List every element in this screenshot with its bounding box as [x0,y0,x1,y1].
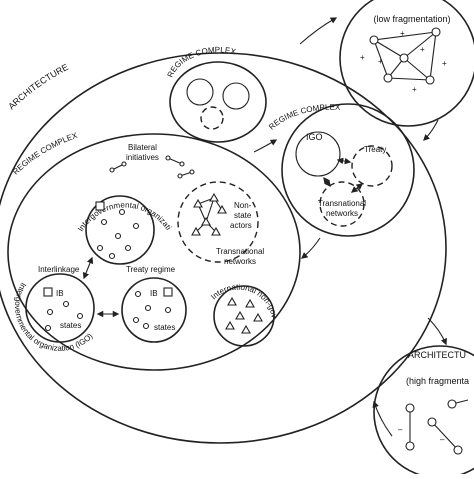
low-fragmentation-network: + + + + + + [360,27,447,94]
right-transnational-label-2: networks [326,209,358,218]
left-ib-label: IB [56,289,64,298]
ingo-circle [213,285,275,347]
high-fragmentation-network: – – [398,399,469,455]
treaty-regime-circle [121,277,187,343]
main-igo-label: Intergovernmental organization (IGO) [0,0,173,233]
arrow-right-to-main [300,237,321,259]
right-treaty-circle [351,145,393,187]
svg-text:+: + [420,45,425,54]
non-state-label-2: state [234,211,252,220]
arrow-to-low-fragmentation [299,17,338,45]
regime-top-circle-1 [186,78,214,106]
non-state-label-3: actors [230,221,252,230]
architecture-label: ARCHITECTURE [6,62,70,112]
architecture-boundary [0,52,447,444]
left-ib-marker [43,287,53,297]
regime-complex-main [7,133,301,371]
transnational-networks-circle [177,181,259,263]
bilateral-initiatives-links [109,155,195,179]
treaty-members [132,290,172,330]
regime-top-circle-2 [222,82,250,110]
interlinkage-label: Interlinkage [38,265,80,274]
svg-text:+: + [400,29,405,38]
right-treaty-label: Treaty [364,145,386,154]
non-state-actors-network [191,192,227,236]
arrow-from-low-fragmentation [423,119,439,141]
bilateral-label-2: initiatives [126,153,159,162]
main-igo-circle [85,195,155,265]
left-states-label: states [60,321,81,330]
svg-text:+: + [378,57,383,66]
svg-text:–: – [398,425,403,434]
treaty-regime-label: Treaty regime [126,265,176,274]
treaty-states-label: states [154,323,175,332]
low-fragmentation-circle [339,0,474,127]
interlinkage-arrow [82,256,94,280]
high-fragmentation-label: (high fragmenta [406,376,469,386]
regime-complex-right [281,103,415,237]
left-igo-circle [25,273,95,343]
svg-text:+: + [360,53,365,62]
arrow-main-to-right [253,139,278,153]
regime-top-circle-dashed [200,106,224,130]
regime-complex-top [169,61,267,143]
right-transnational-label-1: Transnational [318,199,366,208]
svg-text:+: + [442,59,447,68]
high-fragmentation-architecture-label: ARCHITECTU [408,350,466,360]
high-fragmentation-circle [373,345,474,479]
main-igo-members [95,201,140,260]
svg-text:+: + [412,85,417,94]
right-igo-treaty-link [336,157,352,165]
right-igo-network-link [323,176,331,188]
transnational-label-1: Transnational [216,247,264,256]
treaty-ib-label: IB [150,289,158,298]
low-fragmentation-label: (low fragmentation) [373,14,450,24]
right-treaty-network-link [350,183,364,193]
right-igo-circle [295,131,341,177]
ingo-members [225,296,263,334]
treaty-ib-marker [163,287,173,297]
bilateral-label-1: Bilateral [128,143,157,152]
right-transnational-circle [319,181,365,227]
regime-complex-right-label: REGIME COMPLEX [267,103,341,132]
transnational-label-2: networks [224,257,256,266]
svg-text:–: – [440,435,445,444]
non-state-label-1: Non- [234,201,252,210]
right-igo-label: IGO [306,132,323,142]
arrow-to-high-fragmentation [427,317,447,346]
left-igo-members [44,300,84,332]
